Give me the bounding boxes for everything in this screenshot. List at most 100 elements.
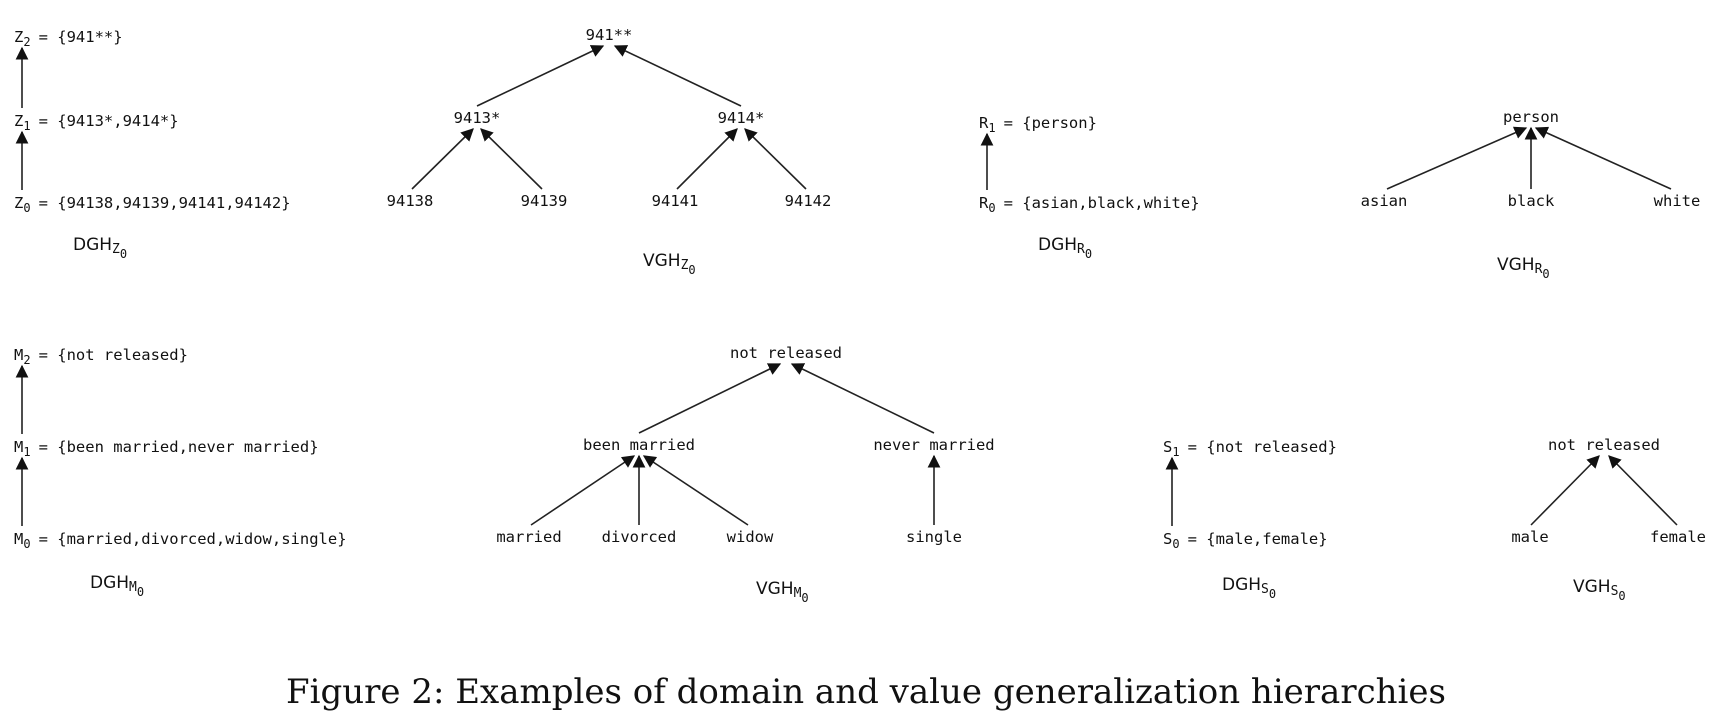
dgh-race-label-subscript-index: 0	[1085, 247, 1092, 261]
level-symbol: S	[1163, 438, 1172, 456]
vgh-edge	[1530, 455, 1600, 526]
vgh-sex-label-subscript-index: 0	[1618, 589, 1625, 603]
dgh-zip-label-text: DGH	[73, 235, 112, 255]
level-symbol: R	[979, 114, 989, 132]
vgh-edge	[476, 45, 605, 107]
svg-text:Z0= {94138,94139,94141,94142}: Z0= {94138,94139,94141,94142}	[14, 194, 291, 215]
dgh-level: M1= {been married,never married}	[14, 438, 319, 459]
level-symbol: Z	[14, 194, 23, 212]
dgh-level: Z0= {94138,94139,94141,94142}	[14, 194, 291, 215]
equals-sign: =	[39, 346, 58, 364]
vgh-zip-label: VGHZ0	[643, 251, 696, 277]
svg-text:R1= {person}: R1 = {person}	[979, 114, 1097, 135]
level-index: 1	[988, 121, 995, 135]
figure-caption: Figure 2: Examples of domain and value g…	[286, 672, 1446, 712]
dgh-marital-label-subscript: M	[129, 580, 137, 595]
vgh-zip-label-subscript-index: 0	[688, 263, 695, 277]
equals-sign: =	[1004, 114, 1023, 132]
svg-text:M2= {not released}: M2 = {not released}	[14, 346, 188, 367]
svg-text:DGHS0: DGHS0	[1222, 575, 1276, 601]
dgh-sex-label-subscript-index: 0	[1269, 587, 1276, 601]
dgh-zip-label-subscript: Z	[112, 242, 120, 257]
vgh-marital-label: VGHM0	[756, 579, 809, 605]
dgh-marital-label: DGHM0	[90, 573, 144, 599]
dgh-marital-label-subscript-index: 0	[137, 585, 144, 599]
level-index: 0	[988, 201, 995, 215]
dgh-level: Z2= {941**}	[14, 28, 123, 49]
vgh-race-leaf: white	[1654, 192, 1701, 210]
vgh-edge	[480, 128, 543, 190]
vgh-sex-label-text: VGH	[1573, 577, 1611, 597]
equals-sign: =	[39, 28, 58, 46]
svg-text:R0= {asian,black,white}: R0= {asian,black,white}	[979, 194, 1200, 215]
level-set: {asian,black,white}	[1022, 194, 1199, 212]
level-set: {male,female}	[1206, 530, 1327, 548]
dgh-sex-label-subscript: S	[1261, 582, 1269, 597]
vgh-marital-leaf: widow	[727, 528, 774, 546]
equals-sign: =	[1188, 530, 1207, 548]
dgh-sex-label-text: DGH	[1222, 575, 1261, 595]
vgh-race-leaf: black	[1508, 192, 1555, 210]
dgh-race-label: DGHR0	[1038, 235, 1092, 261]
level-set: {94138,94139,94141,94142}	[57, 194, 290, 212]
equals-sign: =	[1188, 438, 1207, 456]
vgh-edge	[744, 128, 807, 190]
svg-text:DGHM0: DGHM0	[90, 573, 144, 599]
level-index: 1	[23, 119, 30, 133]
level-index: 2	[23, 353, 30, 367]
level-set: {not released}	[57, 346, 188, 364]
svg-text:VGHS0: VGHS0	[1573, 577, 1626, 603]
vgh-marital-label-subscript-index: 0	[801, 591, 808, 605]
vgh-zip-leaf: 94139	[521, 192, 568, 210]
dgh-level: M0= {married,divorced,widow,single}	[14, 530, 347, 551]
dgh-level: Z1= {9413*,9414*}	[14, 112, 179, 133]
vgh-edge	[638, 363, 782, 434]
level-index: 2	[23, 35, 30, 49]
level-set: {person}	[1022, 114, 1097, 132]
level-symbol: M	[14, 346, 23, 364]
vgh-sex-leaf: male	[1511, 528, 1548, 546]
level-symbol: M	[14, 438, 23, 456]
vgh-edge	[676, 128, 738, 190]
vgh-edge	[642, 455, 749, 526]
level-index: 1	[23, 445, 30, 459]
level-index: 1	[1172, 445, 1179, 459]
vgh-sex-root: not released	[1548, 436, 1660, 454]
vgh-edge	[1534, 126, 1672, 190]
vgh-marital-root: not released	[730, 344, 842, 362]
vgh-sex-leaf: female	[1650, 528, 1706, 546]
svg-text:DGHZ0: DGHZ0	[73, 235, 127, 261]
level-symbol: S	[1163, 530, 1172, 548]
dgh-race-label-text: DGH	[1038, 235, 1077, 255]
vgh-race-label: VGHR0	[1497, 255, 1550, 281]
hierarchy-figure: Z2= {941**}Z1= {9413*,9414*}Z0= {94138,9…	[14, 26, 1706, 605]
vgh-race-label-subscript-index: 0	[1542, 267, 1549, 281]
vgh-race-leaf: asian	[1361, 192, 1408, 210]
equals-sign: =	[39, 112, 58, 130]
dgh-level: R1 = {person}	[979, 114, 1097, 135]
level-symbol: Z	[14, 28, 23, 46]
vgh-zip-leaf: 94138	[387, 192, 434, 210]
vgh-zip-label-text: VGH	[643, 251, 681, 271]
svg-text:Z1= {9413*,9414*}: Z1= {9413*,9414*}	[14, 112, 179, 133]
dgh-marital-label-text: DGH	[90, 573, 129, 593]
svg-text:VGHZ0: VGHZ0	[643, 251, 696, 277]
vgh-race-label-subscript: R	[1535, 262, 1543, 277]
svg-text:DGHR0: DGHR0	[1038, 235, 1092, 261]
vgh-zip-root: 941**	[586, 26, 633, 44]
svg-text:S1= {not released}: S1= {not released}	[1163, 438, 1337, 459]
dgh-race-label-subscript: R	[1077, 242, 1085, 257]
level-index: 0	[23, 201, 30, 215]
vgh-zip-mid-node: 9414*	[718, 109, 765, 127]
level-index: 0	[1172, 537, 1179, 551]
level-set: {been married,never married}	[57, 438, 318, 456]
equals-sign: =	[1004, 194, 1023, 212]
vgh-race-label-text: VGH	[1497, 255, 1535, 275]
equals-sign: =	[39, 530, 58, 548]
svg-text:VGHM0: VGHM0	[756, 579, 809, 605]
level-set: {married,divorced,widow,single}	[57, 530, 346, 548]
dgh-sex-label: DGHS0	[1222, 575, 1276, 601]
svg-text:S0= {male,female}: S0 = {male,female}	[1163, 530, 1328, 551]
vgh-edge	[411, 128, 474, 190]
vgh-zip-leaf: 94141	[652, 192, 699, 210]
